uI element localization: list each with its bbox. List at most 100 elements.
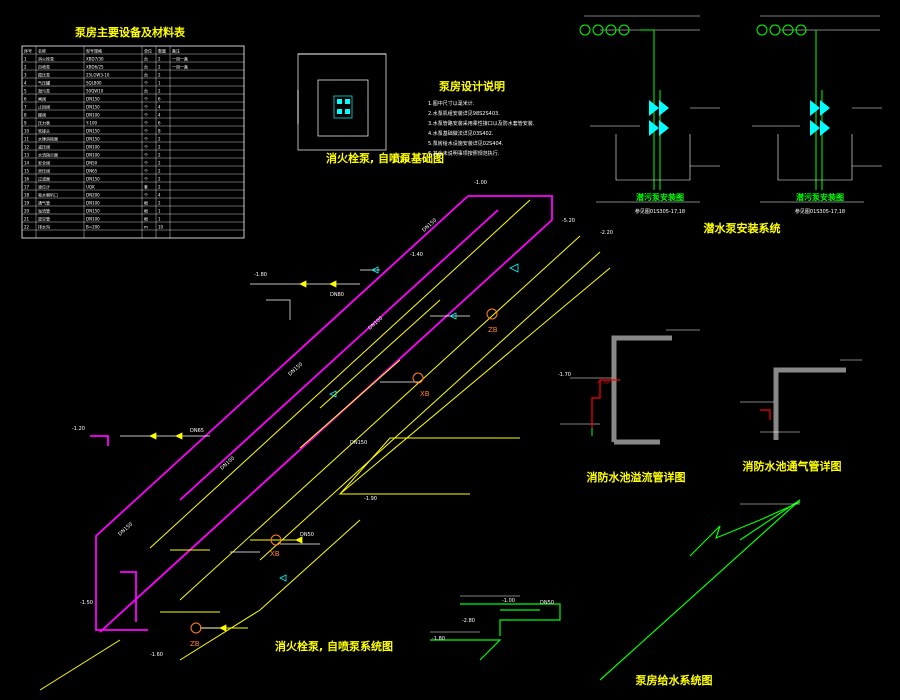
table-cell: 个 [144, 145, 148, 150]
table-cell: 2 [158, 169, 161, 174]
table-cell: 台 [144, 88, 148, 94]
table-cell: 18 [24, 193, 30, 198]
table-cell: 21 [24, 217, 30, 222]
table-header-cell: 备注 [172, 48, 180, 54]
table-cell: 6 [24, 97, 27, 102]
table-cell: 2 [158, 73, 161, 78]
table-cell: DN100 [86, 201, 100, 206]
pump-base-title: 消火栓泵, 自喷泵基础图 [326, 151, 444, 165]
elev-8: -2.20 [600, 230, 613, 236]
table-cell: DN150 [86, 97, 100, 102]
table-cell: 液位计 [38, 184, 50, 190]
elev-ws-1: -1.00 [502, 598, 515, 604]
table-cell: 个 [144, 105, 148, 110]
table-cell: 2 [158, 153, 161, 158]
table-cell: 个 [144, 137, 148, 142]
table-cell: 个 [144, 153, 148, 158]
table-cell: 溢流管 [38, 208, 50, 214]
overflow-pipe-detail: -4.70 -1.70 消防水池溢流管详图 [558, 329, 700, 484]
table-cell: 过滤器 [38, 176, 50, 182]
table-cell: 14 [24, 161, 30, 166]
table-cell: XBD7/30 [86, 57, 104, 62]
table-cell: 消火栓泵 [38, 56, 54, 62]
table-cell: 11 [24, 137, 30, 142]
table-cell: 7 [24, 105, 27, 110]
table-cell: Y-100 [85, 121, 98, 126]
elev-7: -1.60 [150, 652, 163, 658]
pipe-label-7: DN65 [190, 428, 204, 434]
table-cell: 2 [158, 185, 161, 190]
table-cell: 稳压泵 [38, 72, 50, 78]
table-cell: 泄压阀 [38, 168, 50, 174]
table-cell: DN150 [86, 105, 100, 110]
water-supply-title: 泵房给水系统图 [636, 673, 713, 687]
table-cell: 个 [144, 81, 148, 86]
table-cell: 10 [158, 225, 164, 230]
pipe-label-2: DN100 [367, 316, 384, 332]
table-cell: 4 [158, 105, 161, 110]
fire-pump-system-diagram: ZB XB XB ZB -1.00 -5.20 -1.40 -1.80 -1.2… [39, 180, 613, 691]
table-cell: SQL800 [86, 81, 102, 86]
table-cell: 排水沟 [38, 224, 50, 230]
table-cell: 安全阀 [38, 160, 50, 166]
table-cell: 2 [158, 145, 161, 150]
pump-sys-code-2: 参见图01S305-17,18 [795, 208, 845, 215]
design-note-2: 2.水泵机组安装详见98S2S403. [428, 110, 500, 117]
pump-base-detail: 消火栓泵, 自喷泵基础图 1:20 [297, 53, 444, 165]
table-cell: 个 [144, 169, 148, 174]
table-cell: 根 [144, 216, 148, 222]
pump-sys-label-2: 潜污泵安装图 [796, 192, 844, 202]
table-cell: 减压阀 [38, 144, 50, 150]
table-cell: 台 [144, 64, 148, 70]
table-cell: 个 [144, 113, 148, 118]
table-cell: 13 [24, 153, 30, 158]
pipe-label-9: DN50 [300, 532, 314, 538]
elev-6: -1.50 [80, 600, 93, 606]
pump-tag-zb-1: ZB [488, 326, 498, 334]
table-cell: 2 [158, 161, 161, 166]
table-cell: 15 [24, 169, 30, 174]
table-cell: 水锤消除器 [38, 136, 58, 142]
table-cell: 自喷泵 [38, 64, 50, 70]
table-cell: 5 [24, 89, 27, 94]
pipe-label-4: DN100 [219, 456, 236, 472]
pump-sys-code-1: 参见图01S305-17,18 [635, 208, 685, 215]
table-cell: 20 [24, 209, 30, 214]
table-cell: 闸阀 [38, 96, 46, 102]
table-cell: DN65 [86, 169, 98, 174]
table-cell: 软接头 [38, 128, 50, 134]
table-cell: 2 [158, 65, 161, 70]
table-cell: 25LGW3-10 [86, 73, 110, 78]
table-cell: 8 [24, 113, 27, 118]
table-cell: 17 [24, 185, 30, 190]
table-cell: 放空管 [38, 216, 50, 222]
table-cell: 套 [144, 184, 148, 190]
table-header-cell: 名称 [38, 48, 46, 54]
elev-2: -5.20 [562, 218, 575, 224]
submersible-pump-system: 潜污泵安装图 参见图01S305-17,18 潜污泵安装图 参见图01S305-… [579, 15, 882, 235]
pump-sys-label-1: 潜污泵安装图 [636, 192, 684, 202]
pump-tag-xb-2: XB [270, 550, 280, 558]
table-cell: 一用一备 [172, 56, 188, 62]
table-title: 泵房主要设备及材料表 [75, 25, 186, 39]
table-cell: B=200 [86, 225, 100, 230]
pipe-ws-1: DN50 [540, 600, 554, 606]
table-cell: 1 [158, 217, 161, 222]
table-header-cell: 单位 [144, 48, 152, 54]
table-cell: 6 [158, 121, 161, 126]
pipe-label-5: DN150 [117, 522, 134, 538]
table-cell: 吸水喇叭口 [38, 192, 58, 198]
table-cell: DN100 [86, 113, 100, 118]
table-cell: DN200 [86, 193, 100, 198]
table-cell: 2 [158, 201, 161, 206]
table-cell: 一用一备 [172, 64, 188, 70]
table-cell: DN150 [86, 209, 100, 214]
table-cell: DN150 [86, 129, 100, 134]
table-cell: 通气管 [38, 200, 50, 206]
table-header-cell: 型号规格 [86, 48, 102, 54]
table-cell: 12 [24, 145, 30, 150]
elev-overflow: -4.70 [596, 380, 609, 386]
table-cell: 台 [144, 56, 148, 62]
table-cell: DN150 [86, 177, 100, 182]
